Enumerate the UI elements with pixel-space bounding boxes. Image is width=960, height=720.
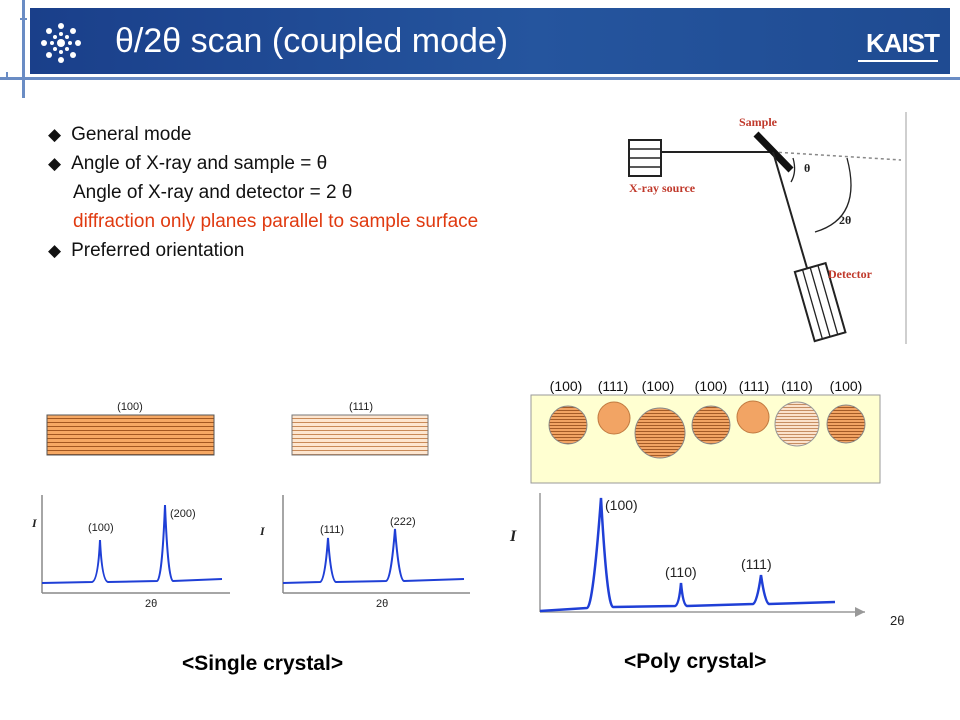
header-rule-tick (6, 72, 8, 80)
theta-2theta-geometry-diagram: Sample X-ray source Detector θ 2θ (628, 112, 907, 344)
grain-111 (736, 400, 770, 434)
kaist-logo-underline (858, 60, 938, 62)
single-crystal-100-panel: (100) I 2θ (100) (200) (31, 401, 230, 610)
intensity-axis-label: I (509, 528, 517, 545)
single-crystal-slab (291, 414, 429, 456)
sub-line-diffraction-note: diffraction only planes parallel to samp… (73, 211, 479, 232)
grain-label: (110) (781, 378, 813, 394)
two-theta-axis-label: 2θ (145, 598, 157, 610)
theta-arc (790, 157, 796, 183)
grain-100 (634, 407, 686, 459)
diffracted-beam (772, 151, 808, 269)
bullet-general-mode: ◆ General mode (48, 124, 191, 146)
intensity-axis-label: I (259, 524, 266, 538)
peak-label: (111) (320, 524, 344, 536)
transmitted-beam-dashed (772, 151, 902, 161)
header-vertical-rule (22, 0, 25, 98)
xray-source-icon (628, 139, 662, 177)
xrd-pattern-line (282, 528, 465, 584)
peak-label: (200) (170, 508, 196, 520)
two-theta-label: 2θ (839, 213, 851, 227)
single-crystal-111-panel: (111) I 2θ (111) (222) (259, 401, 470, 610)
grain-100 (548, 405, 588, 445)
two-theta-axis-label: 2θ (376, 598, 388, 610)
theta-label: θ (804, 161, 810, 175)
grain-label: (100) (550, 378, 583, 394)
bullet-text: Preferred orientation (71, 240, 245, 261)
header-horizontal-rule (0, 77, 960, 80)
bullet-text: Angle of X-ray and sample = θ (71, 153, 328, 174)
grain-100 (826, 404, 866, 444)
grain-label: (111) (598, 378, 629, 394)
intensity-axis-label: I (31, 516, 38, 530)
xrd-pattern-line (539, 497, 836, 613)
peak-label: (111) (741, 556, 772, 572)
grain-110 (774, 401, 820, 447)
diamond-bullet-icon: ◆ (48, 125, 62, 144)
single-crystal-caption: <Single crystal> (182, 652, 344, 675)
x-axis-arrow-icon (855, 607, 865, 617)
grain-100 (691, 405, 731, 445)
poly-crystal-caption: <Poly crystal> (624, 650, 767, 673)
detector-label: Detector (828, 267, 873, 281)
peak-label: (110) (665, 564, 697, 580)
crystal-plane-label: (100) (117, 401, 143, 413)
peak-label: (100) (88, 522, 114, 534)
peak-label: (100) (605, 497, 638, 513)
grain-label: (100) (830, 378, 863, 394)
sample-label: Sample (739, 115, 778, 129)
xray-source-label: X-ray source (629, 181, 696, 195)
crystal-plane-label: (111) (349, 401, 373, 413)
diamond-bullet-icon: ◆ (48, 241, 62, 260)
title-bar (30, 8, 950, 74)
two-theta-axis-label: 2θ (890, 613, 904, 628)
snowflake-logo-icon (41, 23, 81, 63)
page-title: θ/2θ scan (coupled mode) (115, 22, 509, 60)
grain-label: (111) (739, 378, 770, 394)
header-rule-tick (20, 18, 27, 20)
grain-111 (597, 401, 631, 435)
kaist-logo: KAIST (866, 28, 940, 58)
grain-label: (100) (642, 378, 675, 394)
two-theta-arc (814, 157, 852, 233)
single-crystal-slab (46, 414, 215, 456)
detector-icon (793, 261, 847, 343)
peak-label: (222) (390, 516, 416, 528)
bullet-preferred-orientation: ◆ Preferred orientation (48, 240, 244, 262)
diamond-bullet-icon: ◆ (48, 154, 62, 173)
sub-line-detector-angle: Angle of X-ray and detector = 2 θ (73, 182, 353, 203)
bullet-angle: ◆ Angle of X-ray and sample = θ (48, 153, 327, 175)
poly-crystal-grains-panel: (100) (111) (100) (100) (111) (110) (100… (530, 378, 881, 484)
poly-crystal-xrd-panel: I 2θ (100) (110) (111) (509, 493, 904, 628)
bullet-text: General mode (71, 124, 192, 145)
grain-label: (100) (695, 378, 728, 394)
xrd-pattern-line (41, 504, 223, 584)
